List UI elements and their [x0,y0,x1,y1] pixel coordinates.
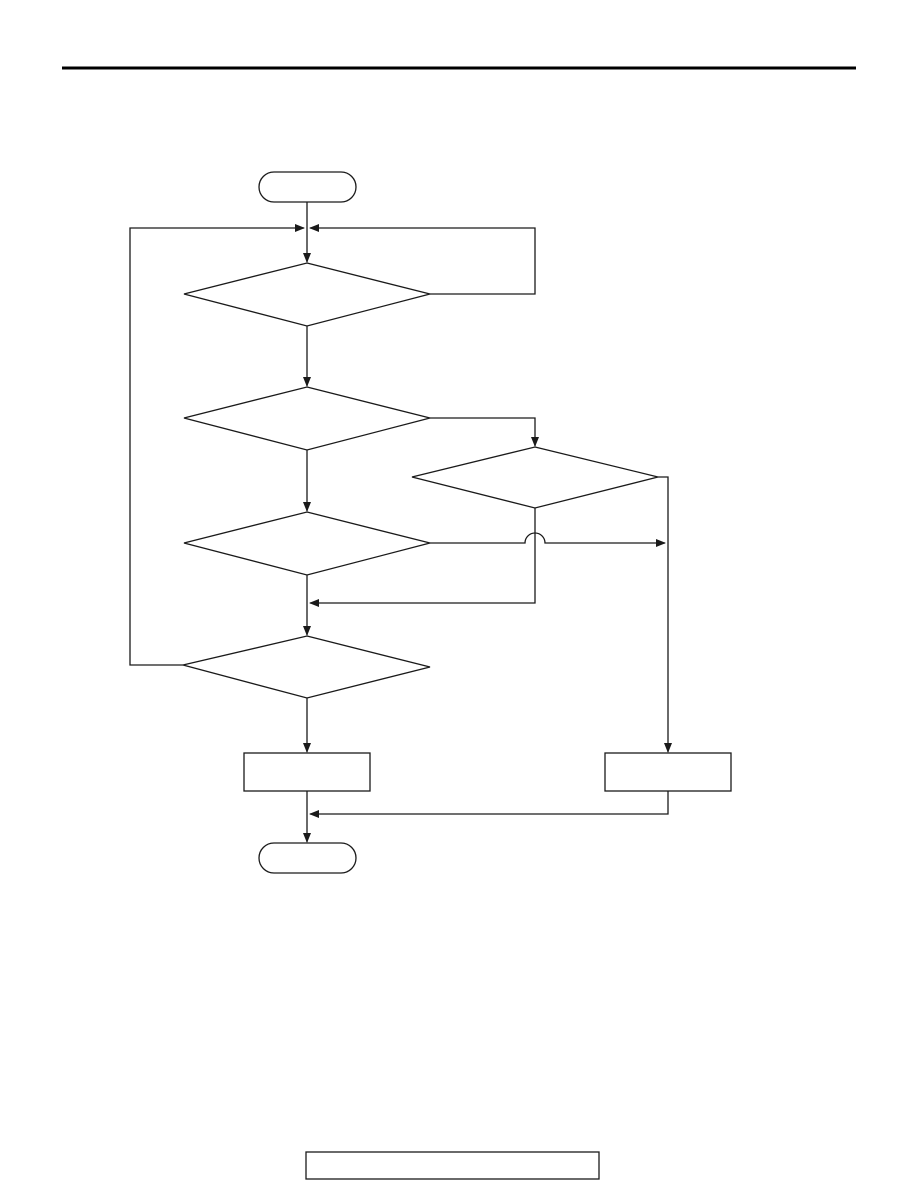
decision-2 [183,386,431,451]
decision-3 [183,511,431,576]
connector-decision-2-to-decision-5 [430,417,539,447]
footer-box [305,1151,600,1180]
process-right [604,752,732,792]
connector-decision-5-to-merge [309,508,536,607]
connector-decision-3-to-right [430,532,666,547]
connector-decision-1-loop [309,224,536,295]
connector-decision-4-loop [129,224,305,666]
connector-decision-5-to-process-right [658,476,672,753]
process-left [243,752,371,792]
decision-4 [182,635,431,699]
end-terminal [258,842,357,874]
decision-5 [411,446,659,509]
start-terminal [258,171,357,203]
decision-1 [183,262,431,327]
connector-process-right-to-end [309,791,669,818]
